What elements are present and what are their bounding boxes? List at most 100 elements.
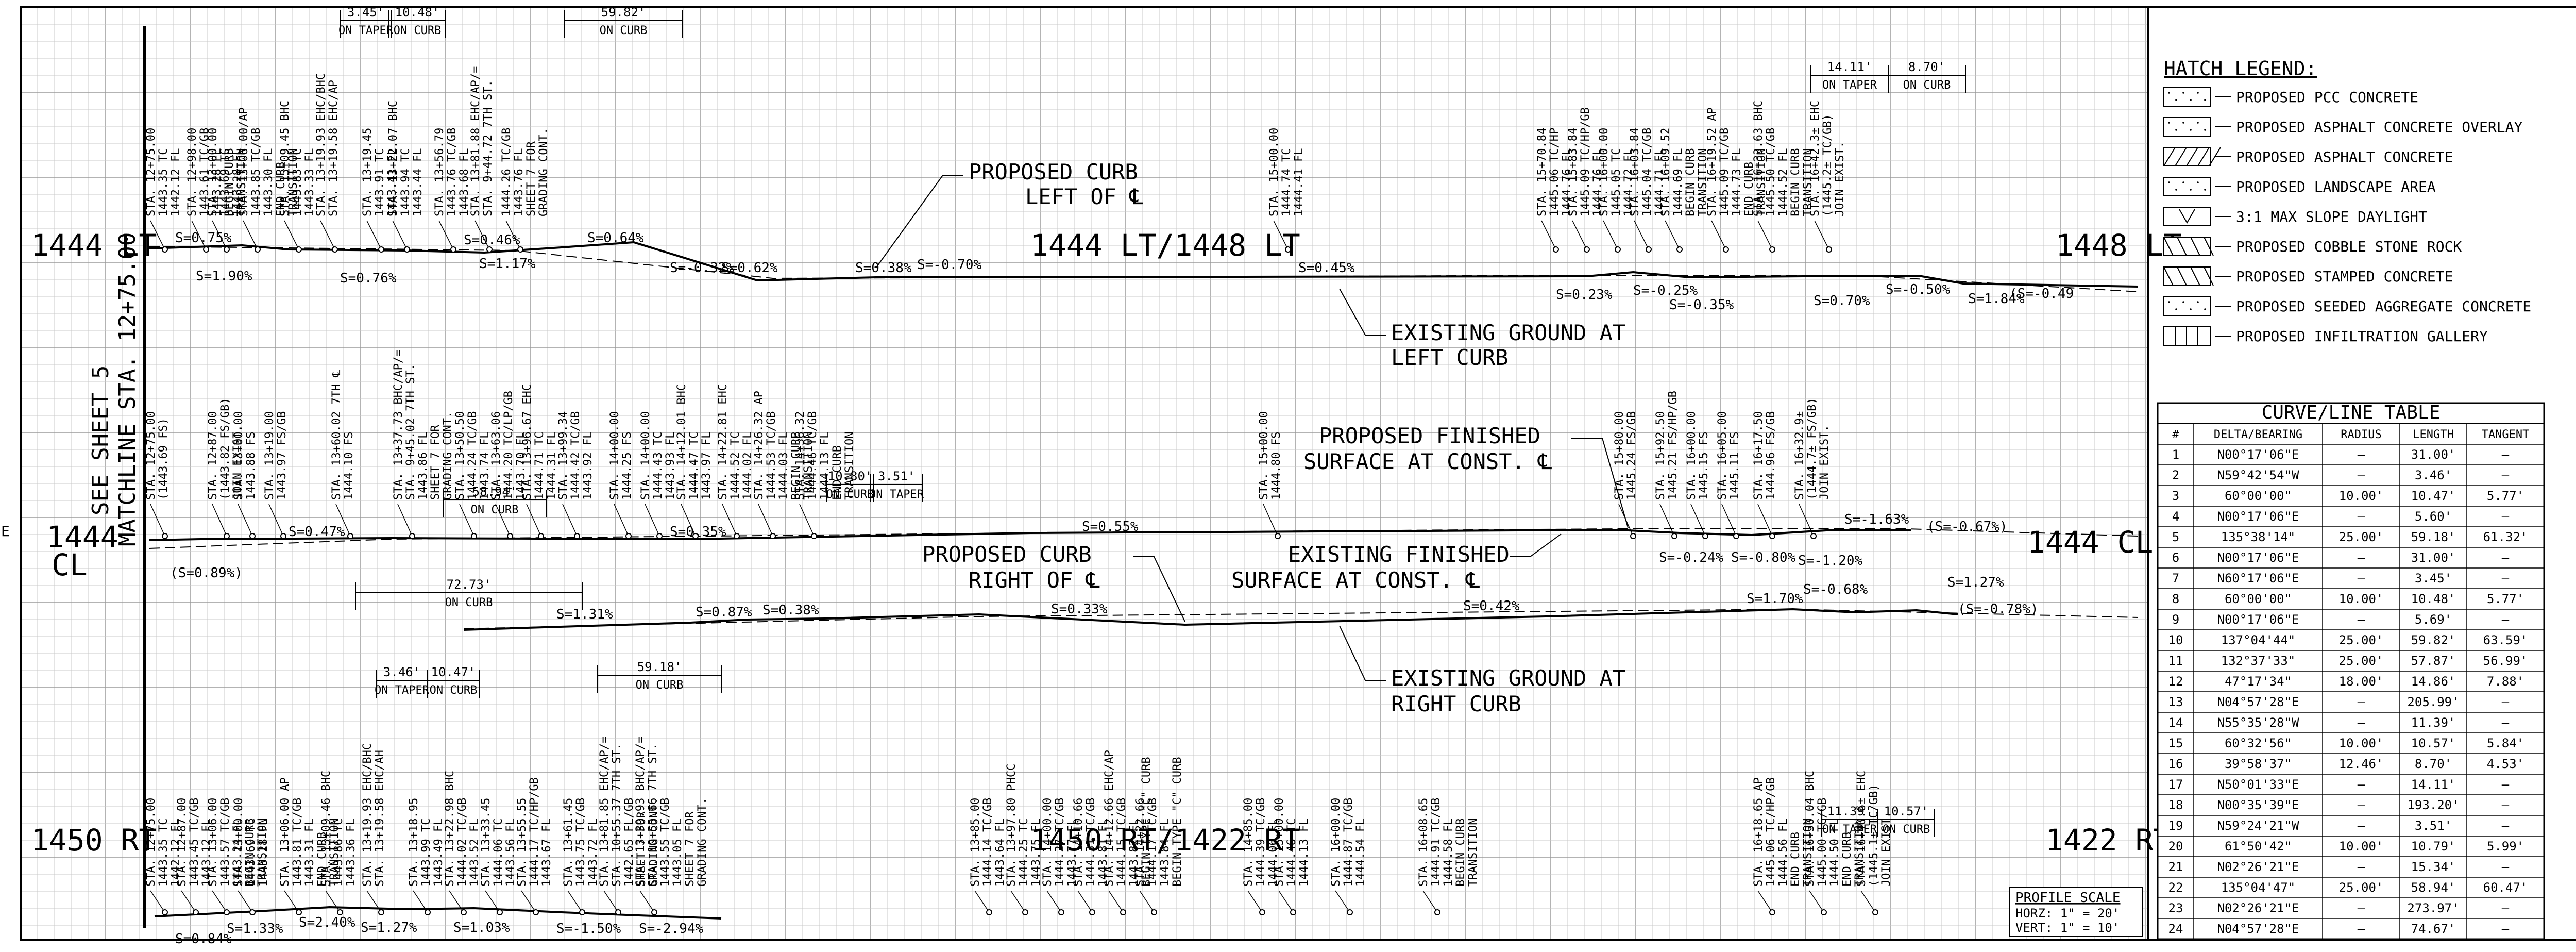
curve-table-cell: 31.00' — [2411, 447, 2456, 462]
datum-rt-center: 1450 RT/1422 RT — [1030, 823, 1300, 858]
svg-text:SURFACE AT CONST. ℄: SURFACE AT CONST. ℄ — [1303, 449, 1552, 474]
station-text: 1444.72 FL — [1622, 148, 1635, 216]
station-text: BEGIN CURB — [1684, 148, 1697, 216]
curve-table-cell: — — [2358, 922, 2365, 936]
curve-table-cell: 7.88' — [2487, 674, 2524, 689]
dimension-label: ON TAPER — [1822, 823, 1877, 836]
station-text: STA. 13+19.93 EHC/BHC — [315, 73, 328, 216]
slope-labels: S=0.75%S=1.90%S=0.76%S=0.46%S=1.17%S=0.6… — [170, 230, 2074, 947]
dimension: 10.47'ON CURB — [427, 665, 480, 698]
station-callout: STA. 16+32.9±(1444.7± FS/GB)JOIN EXIST. — [1793, 397, 1831, 539]
station-text: STA. 13+00.00 — [232, 411, 245, 500]
slope-label: S=0.23% — [1556, 287, 1613, 303]
station-text: STA. 14+10.66 — [1072, 798, 1085, 887]
curve-table-cell: 13 — [2168, 695, 2183, 709]
station-text: JOIN EXIST. — [1880, 811, 1893, 887]
profile-scale-vert: VERT: 1" = 10' — [2015, 921, 2120, 935]
slope-label: S=0.45% — [1298, 260, 1355, 276]
station-text: STA. 12+98.00 — [186, 128, 199, 216]
station-text: 1443.94 TC — [399, 148, 412, 216]
hatch-legend-title: HATCH LEGEND: — [2164, 57, 2317, 80]
station-text: 1443.05 FL — [671, 819, 684, 887]
station-text: STA. 13+39.93 BHC/AP/= — [634, 737, 647, 887]
station-text: STA. 14+36.32 — [794, 411, 807, 500]
station-text: STA. 13+06.00/AP — [238, 107, 250, 216]
slope-label: (S=-0.49 — [2009, 286, 2074, 302]
station-text: STA. 14+12.66 EHC/AP — [1103, 750, 1116, 887]
slope-label: S=0.75% — [175, 230, 232, 246]
station-text: 1444.17 TC/HP/GB — [528, 777, 541, 887]
station-text: 1445.06 TC/HP/GB — [1765, 777, 1777, 887]
station-text: STA. 13+97.80 PHCC — [1005, 764, 1018, 887]
curve-table-cell: TANGENT — [2482, 428, 2530, 441]
station-text: STA. 13+19.58 EHC/AP — [327, 80, 340, 216]
station-text: BEGIN CURB — [223, 148, 236, 216]
station-text: 1443.84 FL — [1159, 819, 1172, 887]
curve-table-cell: — — [2502, 819, 2510, 833]
station-text: 1443.97 FS/GB — [276, 411, 289, 500]
station-text: 1443.35 TC — [157, 148, 170, 216]
datum-lt-left: 1444 LT — [31, 228, 157, 263]
curve-table-cell: — — [2358, 468, 2365, 482]
station-text: TRANSITION — [1853, 819, 1866, 887]
curve-table-cell: 5.69' — [2415, 612, 2452, 627]
station-text: 1443.28 FL — [211, 148, 224, 216]
callout-ground-left: EXISTING GROUND AT LEFT CURB — [1339, 288, 1625, 370]
station-text: STA. 16+00.00 — [1685, 411, 1698, 500]
curve-table-cell: — — [2502, 922, 2510, 936]
dimension: 10.57'ON CURB — [1877, 804, 1935, 837]
station-text: BEGIN CURB — [1454, 819, 1467, 887]
dimension-value: 59.18' — [637, 660, 682, 674]
curve-table-cell: N00°17'06"E — [2217, 612, 2299, 627]
slope-label: S=1.33% — [227, 921, 283, 937]
matchline-label-2: MATCHLINE STA. 12+75.00 — [114, 232, 141, 546]
curve-table-cell: 1 — [2172, 447, 2179, 462]
dimension: 72.73'ON CURB — [355, 577, 583, 610]
station-text: TRANSITION — [802, 432, 815, 500]
svg-text:LEFT OF ℄: LEFT OF ℄ — [1025, 184, 1143, 209]
hatch-legend-label: PROPOSED STAMPED CONCRETE — [2236, 268, 2453, 285]
station-text: STA. 13+09.46 BHC — [320, 771, 333, 887]
station-text: JOIN EXIST. — [1818, 425, 1831, 500]
station-text: 1444.13 FL — [1298, 819, 1311, 887]
slope-label: S=-0.32% — [670, 260, 735, 276]
station-text: BEGIN TYPE "C" CURB — [1171, 757, 1184, 887]
station-text: 1443.61 TC/GB — [198, 128, 211, 216]
station-text: STA. 16+00.00 — [1330, 798, 1343, 887]
station-text: BEGIN TYPE "C" CURB — [1140, 757, 1153, 887]
curve-table-cell: — — [2502, 447, 2510, 462]
station-text: 1444.52 FL — [1777, 148, 1790, 216]
curve-table-cell: — — [2358, 447, 2365, 462]
dimension: 14.11'ON TAPER — [1810, 60, 1889, 93]
station-text: END CURB — [1743, 162, 1756, 216]
dimension: 58.94'ON CURB — [443, 485, 547, 517]
callout-finished-surface: PROPOSED FINISHED SURFACE AT CONST. ℄ — [1303, 423, 1629, 528]
datum-cl-right: 1444 CL — [2027, 525, 2153, 560]
slope-label: S=-1.20% — [1798, 553, 1863, 569]
station-text: 1444.58 FL — [1442, 819, 1455, 887]
curve-table-cell: 10.79' — [2411, 839, 2456, 854]
station-text: STA. 13+63.06 — [490, 411, 503, 500]
dimension-label: ON CURB — [445, 596, 493, 609]
